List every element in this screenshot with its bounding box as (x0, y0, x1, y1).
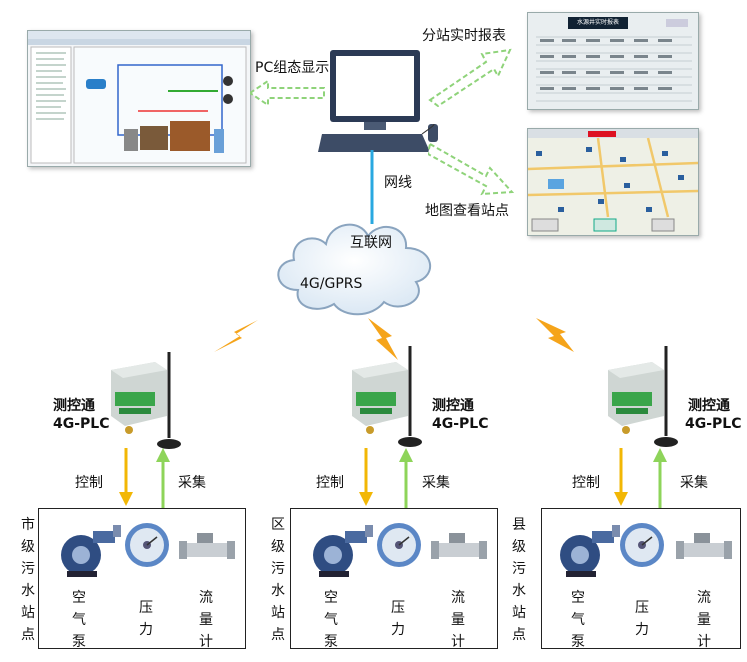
substation-report-label: 分站实时报表 (422, 28, 506, 44)
pump-label: 空气泵 (571, 590, 585, 650)
collect-label: 采集 (422, 475, 450, 491)
site-equipment-box: 空气泵 压力 流量计 (290, 508, 498, 650)
computer-icon (318, 50, 438, 152)
pressure-label: 压力 (635, 600, 649, 638)
collect-label: 采集 (680, 475, 708, 491)
report-screenshot: 水源井实时报表 (527, 12, 699, 110)
pc-display-arrow (250, 79, 325, 107)
air-pump-icon (313, 525, 373, 577)
report-arrow (428, 48, 512, 107)
pressure-label: 压力 (139, 600, 153, 638)
plc-name: 测控通 (53, 398, 95, 414)
pc-display-label: PC组态显示 (255, 60, 330, 76)
pressure-gauge-icon (125, 523, 169, 567)
control-label: 控制 (316, 475, 344, 491)
collect-label: 采集 (178, 475, 206, 491)
map-view-label: 地图查看站点 (425, 203, 509, 219)
control-arrow (359, 448, 373, 506)
flow-label: 流量计 (451, 590, 465, 650)
report-title: 水源井实时报表 (568, 17, 628, 29)
collect-arrow (653, 448, 667, 508)
plc-model: 4G-PLC (432, 416, 489, 432)
control-label: 控制 (75, 475, 103, 491)
site-name: 县级污水站点 (512, 517, 526, 643)
control-arrow (119, 448, 133, 506)
flowmeter-icon (676, 533, 732, 559)
map-arrow (428, 142, 515, 196)
pressure-gauge-icon (377, 523, 421, 567)
map-screenshot (527, 128, 699, 236)
lightning-icon (536, 318, 574, 352)
collect-arrow (156, 448, 170, 508)
gprs-label: 4G/GPRS (300, 276, 363, 292)
plc-device-icon (111, 352, 181, 449)
network-cable (370, 150, 374, 224)
internet-label: 互联网 (350, 235, 392, 251)
plc-device-icon (352, 346, 422, 447)
site-equipment-box: 空气泵 压力 流量计 (541, 508, 741, 650)
plc-model: 4G-PLC (53, 416, 110, 432)
lightning-icon (214, 320, 258, 352)
scada-diagram (28, 31, 250, 164)
lightning-icon (368, 318, 398, 360)
pressure-gauge-icon (620, 523, 664, 567)
site-equipment-box: 空气泵 压力 流量计 (38, 508, 246, 650)
plc-model: 4G-PLC (685, 416, 742, 432)
flowmeter-icon (431, 533, 487, 559)
flow-label: 流量计 (199, 590, 213, 650)
air-pump-icon (560, 525, 620, 577)
site-name: 市级污水站点 (21, 517, 35, 643)
plc-device-icon (608, 346, 678, 447)
air-pump-icon (61, 525, 121, 577)
scada-screenshot (27, 30, 251, 167)
pump-label: 空气泵 (72, 590, 86, 650)
pressure-label: 压力 (391, 600, 405, 638)
flowmeter-icon (179, 533, 235, 559)
site-name: 区级污水站点 (271, 517, 285, 643)
collect-arrow (399, 448, 413, 508)
control-arrow (614, 448, 628, 506)
control-label: 控制 (572, 475, 600, 491)
plc-name: 测控通 (688, 398, 730, 414)
network-cable-label: 网线 (384, 175, 412, 191)
flow-label: 流量计 (697, 590, 711, 650)
pump-label: 空气泵 (324, 590, 338, 650)
internet-cloud (277, 223, 432, 316)
plc-name: 测控通 (432, 398, 474, 414)
